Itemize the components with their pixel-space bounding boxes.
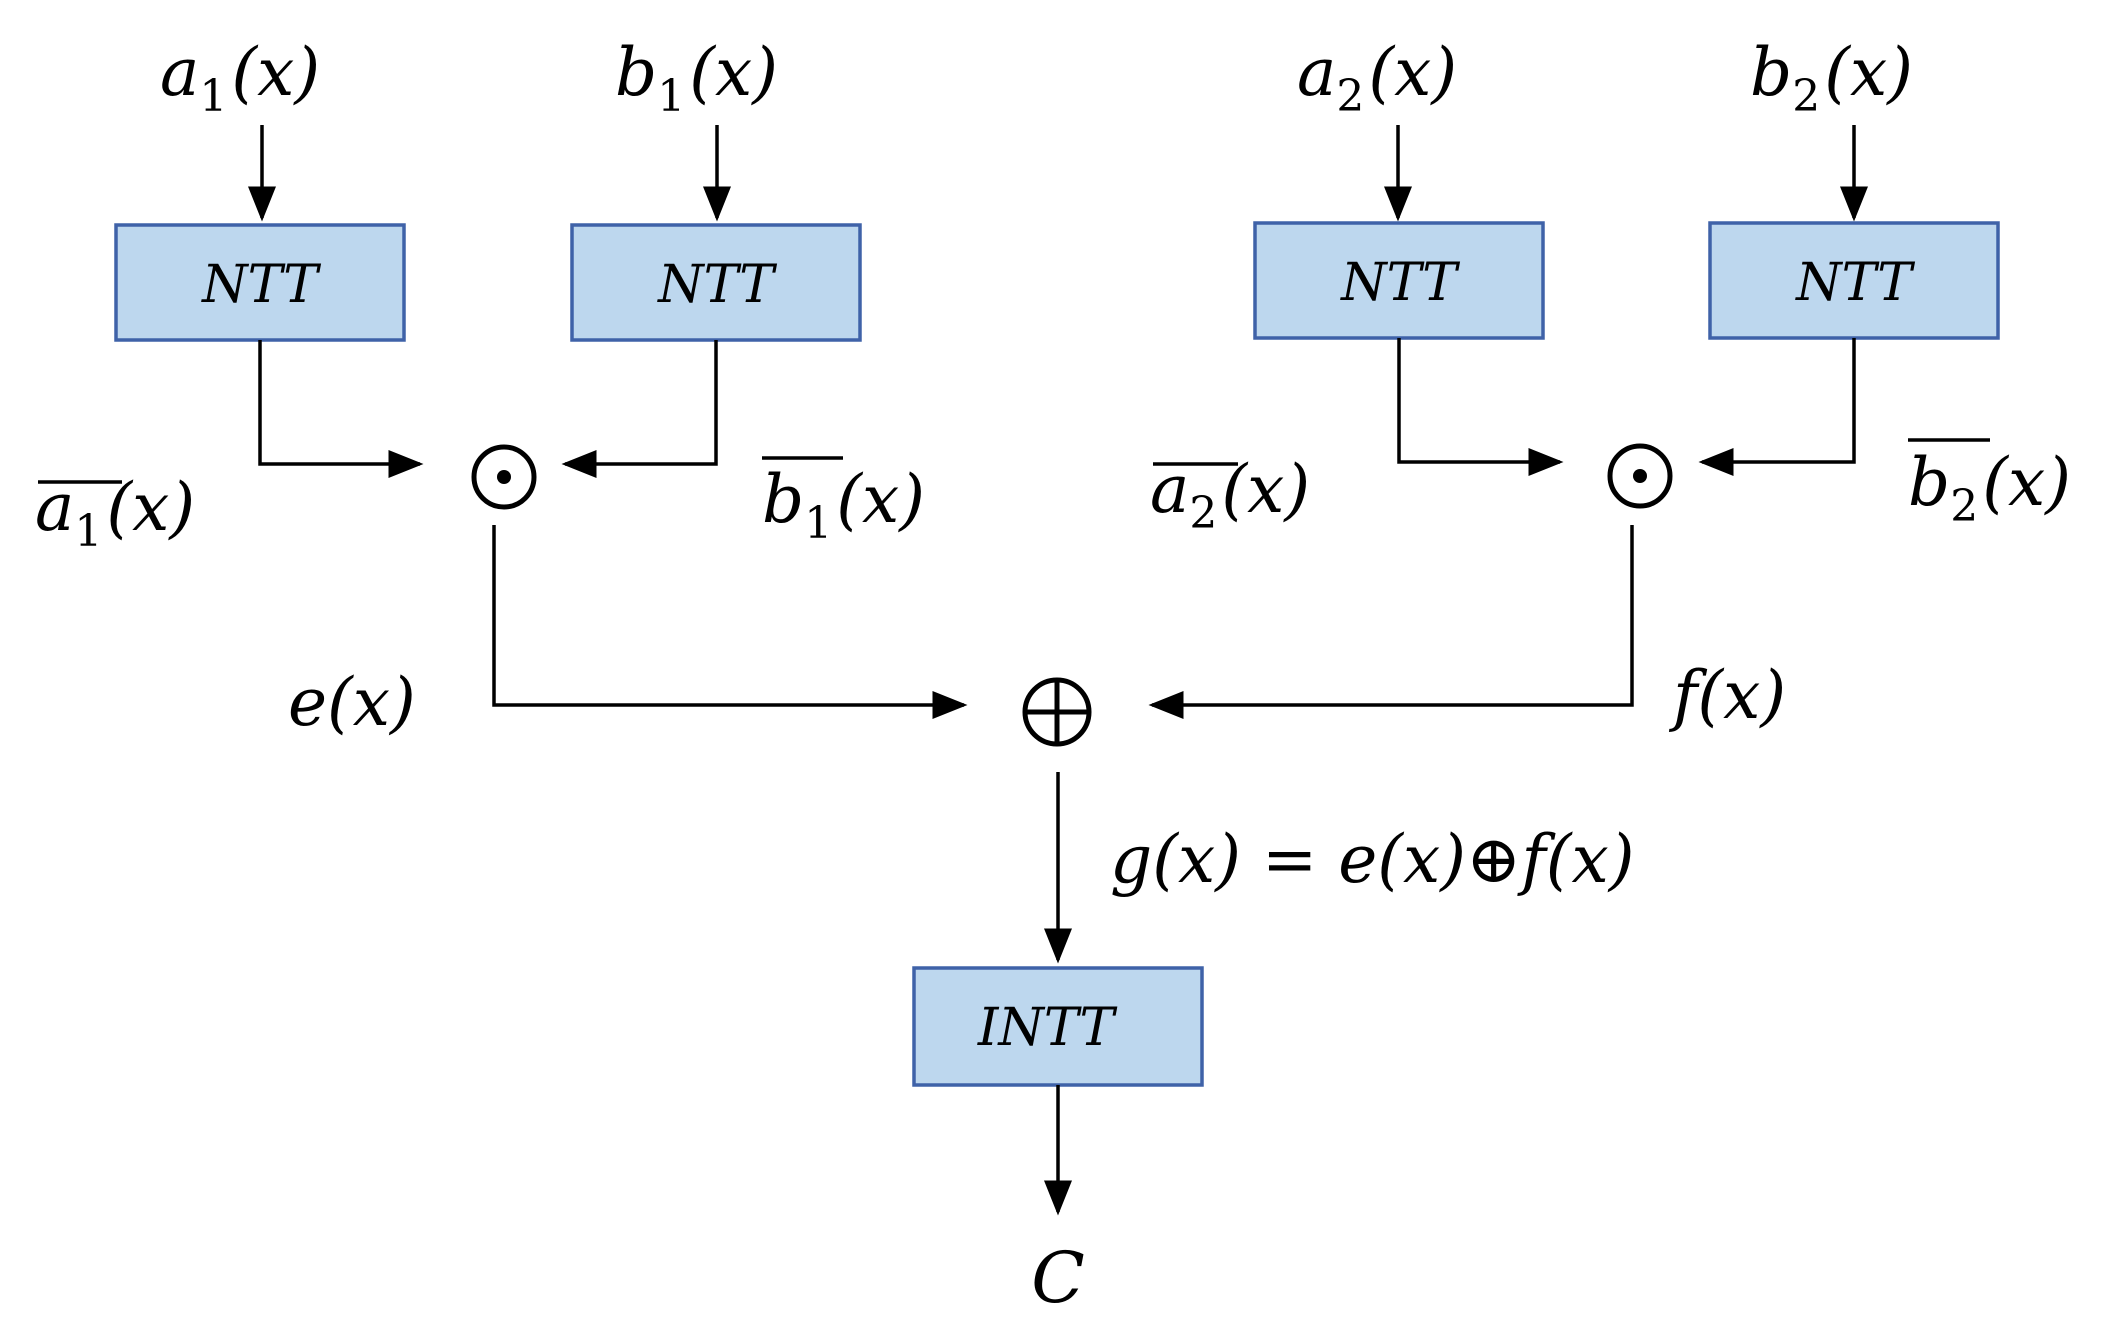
pointwise-product-right-icon bbox=[1607, 443, 1673, 509]
transformed-b1-label: b1(x) bbox=[762, 456, 925, 549]
intt-box: INTT bbox=[912, 966, 1204, 1087]
ntt-box-a2: NTT bbox=[1253, 221, 1545, 340]
transformed-a2-label: a2(x) bbox=[1150, 451, 1310, 539]
ntt-box-b1-label: NTT bbox=[656, 255, 777, 315]
ntt-box-b2-label: NTT bbox=[1794, 253, 1915, 313]
arrow-e-to-sum bbox=[492, 525, 968, 719]
transformed-a1-label: a1(x) bbox=[35, 469, 195, 557]
input-b2-label: b2(x) bbox=[1750, 34, 1913, 122]
ntt-box-b2: NTT bbox=[1708, 221, 2000, 340]
ntt-box-a1-label: NTT bbox=[200, 255, 321, 315]
arrow-ntt-b2-to-product bbox=[1698, 338, 1856, 476]
f-label: f(x) bbox=[1668, 657, 1786, 734]
pointwise-product-left-icon bbox=[471, 444, 537, 510]
arrow-ntt-a2-to-product bbox=[1397, 338, 1564, 476]
ntt-box-a1: NTT bbox=[114, 223, 406, 342]
transformed-b2-label: b2(x) bbox=[1908, 438, 2071, 532]
ntt-box-b1: NTT bbox=[570, 223, 862, 342]
g-equation: g(x) = e(x)⊕f(x) bbox=[1110, 821, 1634, 898]
ntt-box-a2-label: NTT bbox=[1339, 253, 1460, 313]
intt-box-label: INTT bbox=[977, 998, 1118, 1058]
input-a1-label: a1(x) bbox=[160, 34, 320, 122]
input-b1-label: b1(x) bbox=[615, 34, 778, 122]
arrow-ntt-b1-to-product bbox=[561, 340, 718, 478]
xor-sum-icon bbox=[1022, 677, 1092, 747]
output-label: C bbox=[1031, 1237, 1085, 1319]
svg-text:b1(x): b1(x) bbox=[762, 461, 925, 549]
arrow-ntt-a1-to-product bbox=[258, 340, 424, 478]
e-label: e(x) bbox=[288, 664, 416, 741]
svg-text:b2(x): b2(x) bbox=[1908, 444, 2071, 532]
arrow-f-to-sum bbox=[1148, 525, 1634, 719]
input-a2-label: a2(x) bbox=[1297, 34, 1457, 122]
